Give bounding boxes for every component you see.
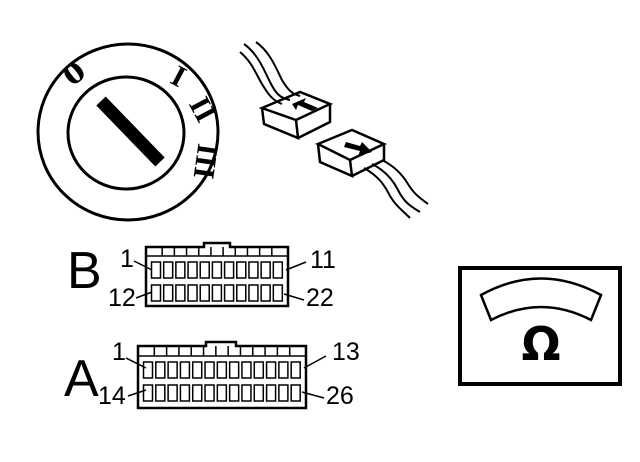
connector-b-pin-cavity xyxy=(187,284,198,302)
connector-b-pin-cavity xyxy=(260,261,271,279)
connector-a-pin-cavity xyxy=(290,361,301,379)
connector-a-pin-cavity xyxy=(228,384,240,402)
connector-b-pin-11: 11 xyxy=(310,246,336,274)
connector-b-pin-cavity xyxy=(236,261,247,279)
connector-b-pin-cavity xyxy=(236,284,247,302)
connector-a-pin-cavity xyxy=(155,361,166,379)
connector-b-pin-cavity xyxy=(150,284,162,302)
connector-b-label: B xyxy=(67,242,102,300)
connector-a-pin-cavity xyxy=(241,384,252,402)
connector-disconnect-icon xyxy=(239,41,429,219)
connector-a-pin-1: 1 xyxy=(112,338,126,366)
connector-a-housing xyxy=(136,340,308,410)
connector-a-pin-cavity xyxy=(253,384,265,402)
connector-a-pin-cavity xyxy=(253,361,265,379)
connector-b-pin-cavity xyxy=(272,261,284,279)
connector-a-pin-cavity xyxy=(155,384,166,402)
connector-b-pin-cavity xyxy=(248,284,259,302)
connector-a-pin-cavity xyxy=(179,361,191,379)
connector-a-pin-cavity xyxy=(142,361,154,379)
connector-a-pin-cavity xyxy=(216,384,228,402)
connector-b-pin-cavity xyxy=(199,284,210,302)
connector-a: A 1 13 14 26 xyxy=(64,338,360,410)
connector-a-pin-cavity xyxy=(265,361,277,379)
connector-a-pin-cavity xyxy=(278,361,289,379)
connector-a-pin-cavity xyxy=(191,384,203,402)
connector-b-pin-cavity xyxy=(211,284,223,302)
connector-b-pin-cavity xyxy=(175,284,186,302)
connector-b-pin-cavity xyxy=(211,261,223,279)
connector-a-pin-cavity xyxy=(191,361,203,379)
connector-a-label: A xyxy=(64,350,99,408)
connector-a-pin-cavity xyxy=(179,384,191,402)
connector-b-pin-cavity xyxy=(248,261,259,279)
connector-a-pin-cavity xyxy=(216,361,228,379)
connector-a-pin-14: 14 xyxy=(98,382,126,410)
connector-b-pin-12: 12 xyxy=(108,284,136,312)
switch-outer-ring xyxy=(36,42,220,222)
connector-b-pin-1: 1 xyxy=(120,245,134,273)
position-i-label: I xyxy=(166,59,192,94)
connector-b-pin-cavity xyxy=(175,261,186,279)
connector-a-pin-13: 13 xyxy=(332,338,360,366)
ignition-switch-icon: 0 I II III xyxy=(36,42,225,222)
connector-a-pin-cavity xyxy=(265,384,277,402)
connector-a-pin-cavity xyxy=(241,361,252,379)
position-iii-label: III xyxy=(187,142,225,181)
switch-key-slot xyxy=(96,96,165,167)
connector-b-pin-cavity xyxy=(272,284,284,302)
connector-b-pin-cavity xyxy=(187,261,198,279)
ohmmeter-icon: Ω xyxy=(458,266,622,386)
connector-b-housing xyxy=(144,241,290,308)
connector-a-pin-cavity xyxy=(167,384,178,402)
arrow-down-icon xyxy=(344,142,372,156)
connector-a-pin-cavity xyxy=(204,361,215,379)
connector-b-pin-cavity xyxy=(150,261,162,279)
connector-a-pin-cavity xyxy=(167,361,178,379)
arrow-up-icon xyxy=(292,98,318,111)
connector-a-pin-cavity xyxy=(228,361,240,379)
ohmmeter-scale-arc xyxy=(479,277,603,322)
connector-a-pin-cavity xyxy=(278,384,289,402)
connector-a-pin-26: 26 xyxy=(326,382,354,410)
connector-b-pin-22: 22 xyxy=(306,284,334,312)
connector-b-pin-cavity xyxy=(199,261,210,279)
ohm-symbol: Ω xyxy=(521,317,560,371)
switch-inner-ring xyxy=(66,75,186,191)
connector-a-pin-cavity xyxy=(204,384,215,402)
connector-b-pin-cavity xyxy=(260,284,271,302)
connector-a-pin-cavity xyxy=(142,384,154,402)
connector-b-pin-cavity xyxy=(162,261,174,279)
connector-b-pin-cavity xyxy=(223,284,235,302)
connector-b-pin-cavity xyxy=(223,261,235,279)
connector-b-pin-cavity xyxy=(162,284,174,302)
connector-b: B 1 11 12 22 xyxy=(67,241,336,312)
connector-a-pin-cavity xyxy=(290,384,301,402)
position-0-label: 0 xyxy=(55,54,92,93)
